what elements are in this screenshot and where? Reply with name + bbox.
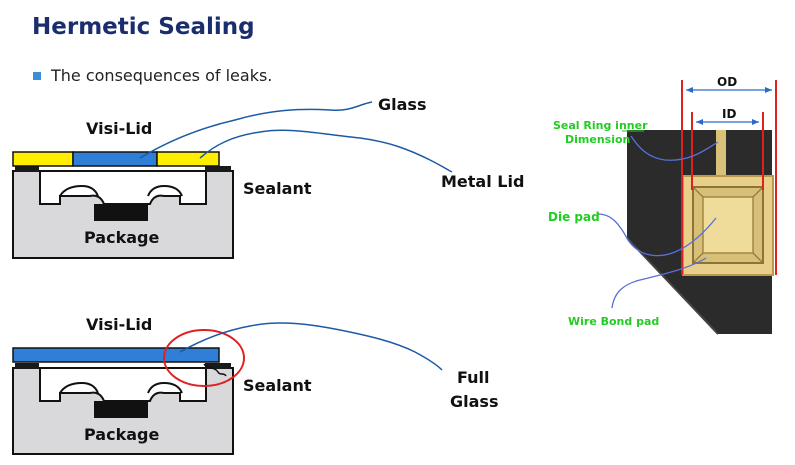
leak-highlight-circle	[163, 329, 245, 387]
top-cross-section: Visi-Lid Glass Sealant Metal Lid Package	[12, 95, 524, 259]
bottom-visi-lid-label: Visi-Lid	[86, 315, 152, 334]
seal-ring-leader	[630, 135, 719, 161]
top-sealant-left	[15, 166, 39, 172]
seal-ring-label-line1: Seal Ring inner	[553, 119, 648, 132]
bottom-sealant-label: Sealant	[243, 376, 312, 395]
full-glass-label-line2: Glass	[450, 392, 498, 411]
top-package-cavity	[39, 170, 207, 205]
photo-seal-ring-strip	[716, 130, 726, 176]
page-title: Hermetic Sealing	[32, 14, 255, 40]
top-glass-window	[72, 151, 158, 167]
bottom-sealant-left	[15, 363, 39, 369]
photo-package-edge	[626, 237, 719, 335]
package-photo: OD ID Seal Ring inner Dimension Die pad …	[548, 75, 777, 335]
bottom-package-cavity	[39, 367, 207, 402]
bottom-die	[94, 401, 148, 418]
bottom-full-glass-leader	[179, 322, 443, 371]
photo-die-pad	[702, 196, 754, 254]
top-sealant-right	[205, 166, 231, 172]
top-sealant-label: Sealant	[243, 179, 312, 198]
bullet-text: The consequences of leaks.	[51, 66, 273, 85]
bottom-sealant-right	[205, 363, 231, 369]
wire-bond-pad-label: Wire Bond pad	[568, 315, 659, 328]
top-metal-lid-leader	[199, 129, 453, 173]
die-pad-leader	[597, 213, 717, 257]
top-metal-lid-right	[156, 151, 220, 167]
bottom-leak-crack	[203, 363, 227, 377]
id-arrowheads	[696, 119, 759, 125]
top-glass-leader	[139, 101, 373, 159]
photo-die-pad-bevel	[692, 186, 764, 264]
top-visi-lid-label: Visi-Lid	[86, 119, 152, 138]
bullet-square-icon	[33, 71, 41, 80]
bottom-cross-section: Visi-Lid Sealant Full Glass Package	[12, 315, 498, 455]
top-package-label: Package	[84, 228, 159, 247]
bottom-full-glass-lid	[12, 347, 220, 363]
full-glass-label-line1: Full	[457, 368, 490, 387]
die-pad-label: Die pad	[548, 210, 600, 224]
top-cavity-shoulders	[59, 184, 183, 197]
id-label: ID	[722, 107, 736, 121]
bottom-cavity-shoulders	[59, 381, 183, 394]
bottom-package-label: Package	[84, 425, 159, 444]
top-glass-label: Glass	[378, 95, 426, 114]
top-metal-lid-label: Metal Lid	[441, 172, 524, 191]
top-metal-lid-left	[12, 151, 74, 167]
od-label: OD	[717, 75, 737, 89]
wire-bond-leader	[611, 257, 707, 309]
top-die	[94, 204, 148, 221]
seal-ring-label-line2: Dimension	[565, 133, 630, 146]
bullet-item: The consequences of leaks.	[33, 66, 272, 85]
